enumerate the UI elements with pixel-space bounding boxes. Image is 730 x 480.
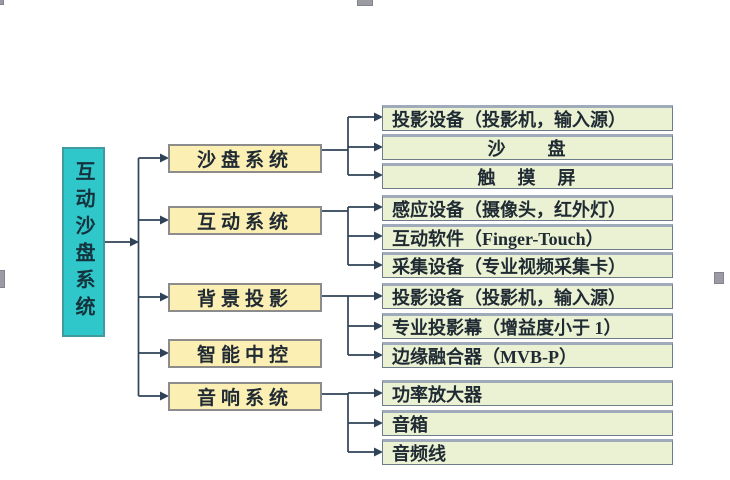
leaf-label: 音频线 xyxy=(392,444,446,464)
leaf-node-edge-blender[interactable]: 边缘融合器（MVB-P） xyxy=(382,342,673,368)
leaf-node-speaker[interactable]: 音箱 xyxy=(382,410,673,436)
root-connector xyxy=(104,153,169,401)
leaf-label: 专业投影幕（增益度小于 1） xyxy=(392,318,622,338)
leaf-node-projection-equipment[interactable]: 投影设备（投影机，输入源） xyxy=(382,105,673,131)
resize-handle-top-center[interactable] xyxy=(357,0,373,6)
resize-handle-middle-right[interactable] xyxy=(714,272,724,284)
branch-node-central-control[interactable]: 智能中控 xyxy=(168,339,322,368)
leaf-node-sand-table[interactable]: 沙 盘 xyxy=(382,134,673,160)
branch-label: 互动系统 xyxy=(196,212,293,233)
leaf-node-sensing-device[interactable]: 感应设备（摄像头，红外灯） xyxy=(382,195,673,221)
branch-connector-2 xyxy=(322,202,383,270)
leaf-label: 音箱 xyxy=(392,415,428,435)
resize-handle-middle-left[interactable] xyxy=(0,270,5,288)
leaf-label: 边缘融合器（MVB-P） xyxy=(392,347,577,367)
leaf-label: 触 摸 屏 xyxy=(477,168,578,188)
branch-connector-1 xyxy=(322,112,383,180)
branch-node-background-projection[interactable]: 背景投影 xyxy=(168,283,322,312)
root-node[interactable]: 互动沙盘系统 xyxy=(62,147,105,337)
branch-node-sandbox-system[interactable]: 沙盘系统 xyxy=(168,144,322,173)
root-node-label: 互动沙盘系统 xyxy=(72,161,94,323)
resize-handle-top-left[interactable] xyxy=(0,0,4,5)
leaf-label: 互动软件（Finger-Touch） xyxy=(392,229,604,249)
leaf-label: 采集设备（专业视频采集卡） xyxy=(392,257,626,277)
leaf-label: 感应设备（摄像头，红外灯） xyxy=(392,200,626,220)
leaf-label: 功率放大器 xyxy=(392,385,482,405)
leaf-label: 投影设备（投影机，输入源） xyxy=(392,288,626,308)
branch-label: 背景投影 xyxy=(196,289,293,310)
branch-node-audio-system[interactable]: 音响系统 xyxy=(168,382,322,411)
leaf-node-projection-equipment-2[interactable]: 投影设备（投影机，输入源） xyxy=(382,283,673,309)
leaf-node-projection-screen[interactable]: 专业投影幕（增益度小于 1） xyxy=(382,313,673,339)
leaf-label: 投影设备（投影机，输入源） xyxy=(392,110,626,130)
leaf-node-power-amplifier[interactable]: 功率放大器 xyxy=(382,380,673,406)
branch-label: 智能中控 xyxy=(196,345,293,366)
leaf-node-touch-screen[interactable]: 触 摸 屏 xyxy=(382,163,673,189)
branch-label: 沙盘系统 xyxy=(196,150,293,171)
leaf-node-interactive-software[interactable]: 互动软件（Finger-Touch） xyxy=(382,224,673,250)
leaf-node-capture-device[interactable]: 采集设备（专业视频采集卡） xyxy=(382,252,673,278)
branch-connector-3 xyxy=(322,291,383,360)
leaf-label: 沙 盘 xyxy=(487,139,568,159)
leaf-node-audio-cable[interactable]: 音频线 xyxy=(382,439,673,465)
branch-connector-4 xyxy=(322,388,383,457)
branch-label: 音响系统 xyxy=(196,388,293,409)
branch-node-interactive-system[interactable]: 互动系统 xyxy=(168,206,322,235)
